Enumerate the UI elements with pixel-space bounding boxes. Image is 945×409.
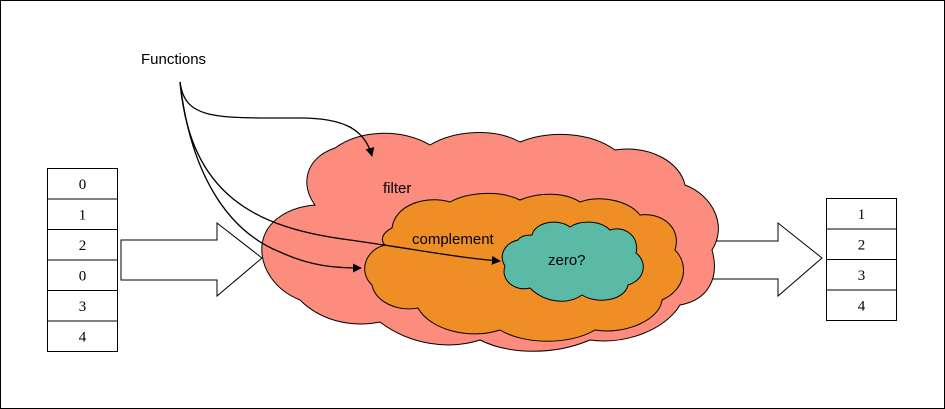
connector-to-filter [179,81,375,157]
input-value-4: 3 [79,299,87,315]
output-value-0: 1 [858,207,866,223]
output-value-1: 2 [858,237,866,253]
output-value-3: 4 [858,298,866,314]
output-cell-1 [826,228,897,260]
input-value-5: 4 [79,329,87,345]
input-cell-2 [47,229,118,261]
zero-label: zero? [548,252,586,269]
connector-to-zero [179,81,501,265]
input-list: 0 1 2 0 3 4 [47,168,118,352]
output-cell-0 [826,198,897,230]
input-arrow [120,221,263,298]
input-cell-4 [47,290,118,322]
input-value-3: 0 [79,268,87,284]
complement-label: complement [412,231,495,248]
functions-label: Functions [141,51,206,68]
output-list: 1 2 3 4 [826,198,897,321]
output-cell-3 [826,289,897,321]
output-value-2: 3 [858,268,866,284]
input-value-1: 1 [79,207,87,223]
filter-label: filter [383,180,411,197]
input-cell-5 [47,320,118,352]
input-value-2: 2 [79,238,87,254]
input-value-0: 0 [79,177,87,193]
output-arrow [702,221,823,298]
zero-cloud [501,221,644,302]
output-cell-2 [826,259,897,291]
connector-to-complement [179,81,362,273]
input-cell-0 [47,168,118,200]
